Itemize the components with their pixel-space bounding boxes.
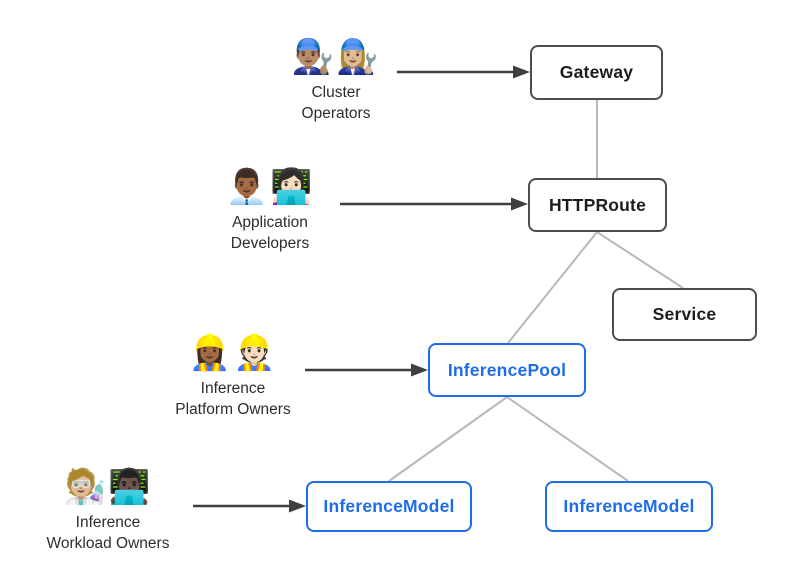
node-service: Service [612, 288, 757, 341]
node-inferencemodel-left: InferenceModel [306, 481, 472, 532]
node-httproute-label: HTTPRoute [548, 194, 647, 215]
actor-label-line: Application [232, 214, 308, 231]
arrow-cluster-operators-to-gateway [397, 65, 530, 79]
node-httproute: HTTPRoute [528, 178, 667, 232]
actor-label-line: Cluster [311, 84, 361, 101]
edge-inferencepool-model-right [506, 396, 629, 482]
edge-httproute-inferencepool [507, 231, 598, 344]
arrow-workload-owners-to-inferencemodel [193, 499, 306, 513]
node-inferencepool-label: InferencePool [447, 359, 567, 380]
node-service-label: Service [652, 304, 717, 324]
actor-cluster-operators: 👨🏽‍🔧👩🏼‍🔧 Cluster Operators [246, 34, 426, 124]
node-inferencemodel-right: InferenceModel [545, 481, 713, 532]
actor-label-line: Workload Owners [46, 535, 170, 552]
application-developers-emoji: 👨🏾‍💼👩🏻‍💻 [225, 168, 315, 206]
edge-httproute-service [596, 231, 684, 289]
node-inferencemodel-right-label: InferenceModel [563, 496, 695, 516]
actor-label-line: Operators [301, 105, 371, 122]
arrow-platform-owners-to-inferencepool [305, 363, 428, 377]
actor-label-line: Developers [230, 235, 310, 252]
node-gateway: Gateway [530, 45, 663, 100]
actor-inference-workload-owners: 🧑🏼‍🔬👨🏿‍💻 Inference Workload Owners [18, 464, 198, 554]
inference-platform-owners-emoji: 👷🏾‍♀️👷🏻 [188, 334, 278, 372]
node-inferencemodel-left-label: InferenceModel [323, 496, 455, 516]
node-gateway-label: Gateway [559, 62, 634, 82]
actor-label-line: Inference [200, 380, 266, 397]
actor-application-developers: 👨🏾‍💼👩🏻‍💻 Application Developers [180, 164, 360, 254]
actor-label-line: Platform Owners [175, 401, 291, 418]
arrow-application-developers-to-httproute [340, 197, 528, 211]
actor-label-line: Inference [75, 514, 141, 531]
actor-inference-platform-owners: 👷🏾‍♀️👷🏻 Inference Platform Owners [143, 330, 323, 420]
node-inferencepool: InferencePool [428, 343, 586, 397]
inference-workload-owners-emoji: 🧑🏼‍🔬👨🏿‍💻 [63, 468, 153, 506]
edge-inferencepool-model-left [388, 396, 508, 482]
cluster-operators-emoji: 👨🏽‍🔧👩🏼‍🔧 [291, 38, 381, 76]
